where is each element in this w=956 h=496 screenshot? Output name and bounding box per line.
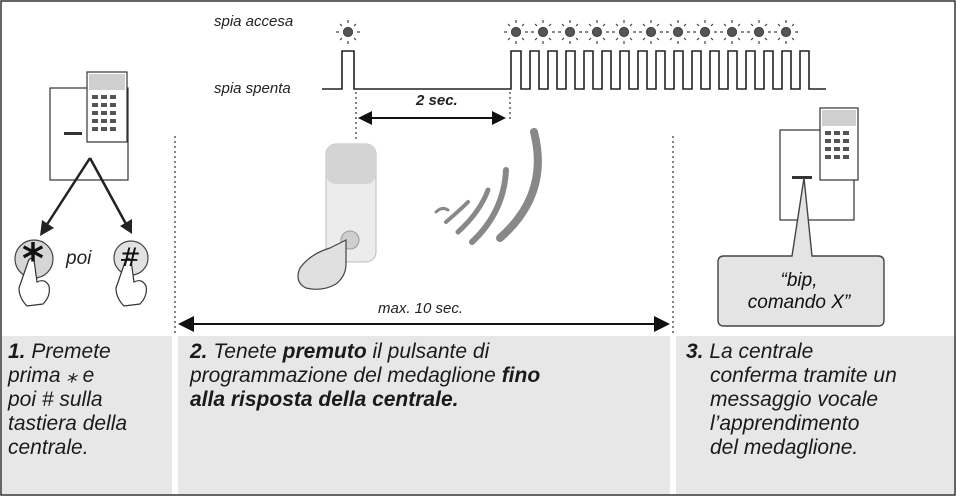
step-3-line-2: conferma tramite un [710, 364, 897, 387]
led-icon [531, 20, 555, 44]
step-2-text: 2. Tenete premuto il pulsante di program… [190, 340, 666, 412]
step-2-number: 2. [190, 340, 208, 363]
step-1-line-2: prima ⁎ e [8, 364, 95, 387]
step-2-bold-3: alla risposta della centrale. [190, 388, 459, 411]
led-icon [639, 20, 663, 44]
led-icon [693, 20, 717, 44]
step-1-line-3: poi # sulla [8, 388, 103, 411]
medallion-remote-icon [325, 143, 377, 263]
led-on-label: spia accesa [214, 13, 294, 30]
step-1-number: 1. [8, 340, 26, 363]
led-icon [747, 20, 771, 44]
step-2-bold-2: fino [501, 364, 541, 387]
led-lit-icons [336, 20, 798, 44]
radio-waves-icon [434, 128, 542, 245]
step3-panel [676, 336, 954, 494]
step-2-bold-1: premuto [282, 340, 367, 363]
step-3-line-5: del medaglione. [710, 436, 859, 459]
step-1-line-5: centrale. [8, 436, 89, 459]
led-icon [612, 20, 636, 44]
step2-panel [178, 336, 670, 494]
step-2-line-2: programmazione del medaglione [190, 364, 502, 387]
keypad-arrows [40, 157, 132, 236]
hash-key-label: # [119, 243, 141, 273]
step-3-text: 3. La centrale conferma tramite un messa… [686, 340, 952, 460]
led-icon [666, 20, 690, 44]
control-panel-icon [49, 71, 129, 181]
poi-label: poi [66, 248, 92, 269]
led-icon [336, 20, 360, 44]
speech-bubble [717, 177, 885, 327]
pressing-hand-icon [297, 239, 347, 290]
led-icon [585, 20, 609, 44]
step1-panel [2, 336, 172, 494]
step-3-line-4: l’apprendimento [710, 412, 860, 435]
step-3-number: 3. [686, 340, 704, 363]
step-2-pre: Tenete [213, 340, 283, 363]
control-panel-right-icon [779, 107, 859, 221]
speech-line-1: “bip, [780, 270, 818, 291]
max-time-arrow [178, 316, 670, 332]
speech-line-2: comando X” [747, 292, 851, 313]
finger-icon [18, 257, 147, 307]
delay-label: 2 sec. [416, 92, 458, 109]
led-icon [558, 20, 582, 44]
led-icon [504, 20, 528, 44]
step-3-line-1: La centrale [709, 340, 814, 363]
step-2-mid: il pulsante di [366, 340, 490, 363]
led-icon [720, 20, 744, 44]
step-3-line-3: messaggio vocale [710, 388, 879, 411]
led-icon [774, 20, 798, 44]
max-time-label: max. 10 sec. [378, 300, 464, 317]
speech-text: “bip, comando X” [724, 270, 874, 314]
step-1-text: 1. Premete prima ⁎ e poi # sulla tastier… [8, 340, 170, 460]
step-1-line-1: Premete [31, 340, 111, 363]
led-off-label: spia spenta [214, 80, 291, 97]
two-second-arrow [358, 111, 506, 125]
led-waveform [322, 50, 826, 90]
step-1-line-4: tastiera della [8, 412, 128, 435]
star-key-label: * [22, 234, 44, 283]
